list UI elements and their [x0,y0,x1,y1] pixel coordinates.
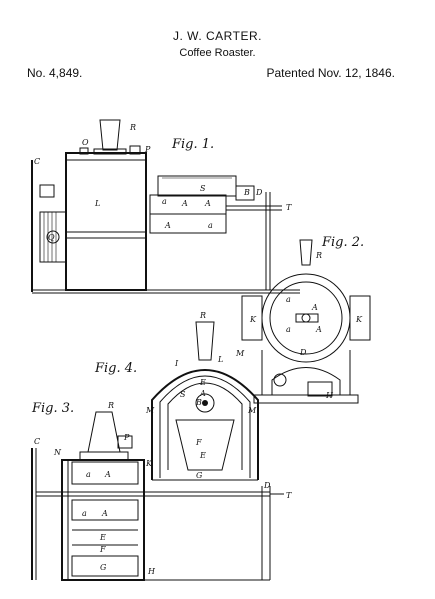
svg-text:F: F [195,438,202,447]
fig4-label: Fig. 4. [94,361,137,376]
invention-title: Coffee Roaster. [179,47,256,59]
svg-text:D: D [263,481,271,490]
svg-text:H: H [325,391,334,400]
fig1-wheel [39,211,67,263]
fig4-housing [151,369,259,480]
svg-text:S: S [180,390,186,399]
svg-text:A: A [164,221,171,230]
svg-text:D: D [255,188,263,197]
svg-text:E: E [99,533,106,542]
svg-text:D: D [299,348,307,357]
svg-text:A: A [181,199,188,208]
fig1-body [65,152,147,291]
svg-text:B: B [243,188,250,197]
svg-text:R: R [129,123,136,132]
svg-text:A: A [204,199,211,208]
fig1-label: Fig. 1. [171,137,214,152]
svg-text:T: T [286,203,292,212]
svg-text:K: K [355,315,363,324]
svg-text:G: G [100,563,107,572]
svg-text:a: a [82,509,87,518]
svg-text:A: A [101,509,108,518]
patent-number: No. 4,849. [27,66,83,80]
svg-text:Q: Q [48,233,55,242]
fig1-drawer [157,175,237,197]
fig3-chimney [87,411,121,453]
figure-2: Fig. 2. R K K D a A a A H [241,235,371,404]
svg-text:a: a [286,325,291,334]
svg-text:L: L [94,199,100,208]
svg-text:H: H [147,567,156,576]
svg-text:O: O [82,138,89,147]
patent-date: Patented Nov. 12, 1846. [266,66,395,80]
svg-text:R: R [199,311,206,320]
svg-text:A: A [104,470,111,479]
svg-text:I: I [174,359,179,368]
figure-4: Fig. 4. R I L M B E A S F E G M M [94,311,259,481]
svg-text:K: K [249,315,257,324]
svg-text:M: M [145,406,155,415]
svg-text:R: R [107,401,114,410]
svg-text:E: E [199,451,206,460]
svg-text:M: M [247,406,257,415]
svg-text:a: a [208,221,213,230]
svg-text:A: A [315,325,322,334]
fig2-chimney [299,239,313,266]
svg-text:B: B [195,398,202,407]
fig2-label: Fig. 2. [321,235,364,250]
svg-text:K: K [145,459,153,468]
svg-text:N: N [53,448,62,457]
svg-text:A: A [311,303,318,312]
fig1-chimney [99,119,121,151]
figure-1: Fig. 1. C O R [31,119,300,294]
svg-text:C: C [34,157,40,166]
svg-text:T: T [286,491,292,500]
fig2-wing-right [349,295,371,341]
fig2-base [253,394,359,404]
svg-text:L: L [217,355,223,364]
fig4-chimney [195,321,215,361]
inventor-name: J. W. CARTER. [173,29,262,43]
svg-text:a: a [286,295,291,304]
svg-text:E: E [199,378,206,387]
svg-text:a: a [86,470,91,479]
svg-text:a: a [162,197,167,206]
svg-text:P: P [123,433,130,442]
svg-text:G: G [196,471,203,480]
svg-text:A: A [199,389,206,398]
svg-text:R: R [315,251,322,260]
svg-text:F: F [99,545,106,554]
fig3-label: Fig. 3. [31,401,74,416]
svg-text:S: S [200,184,206,193]
fig4-axle [195,393,215,413]
svg-text:M: M [235,349,245,358]
fig2-wing-left [241,295,263,341]
figure-3: Fig. 3. R C N P K a A a A E F G [31,401,292,581]
svg-text:C: C [34,437,40,446]
svg-text:P: P [144,145,151,154]
